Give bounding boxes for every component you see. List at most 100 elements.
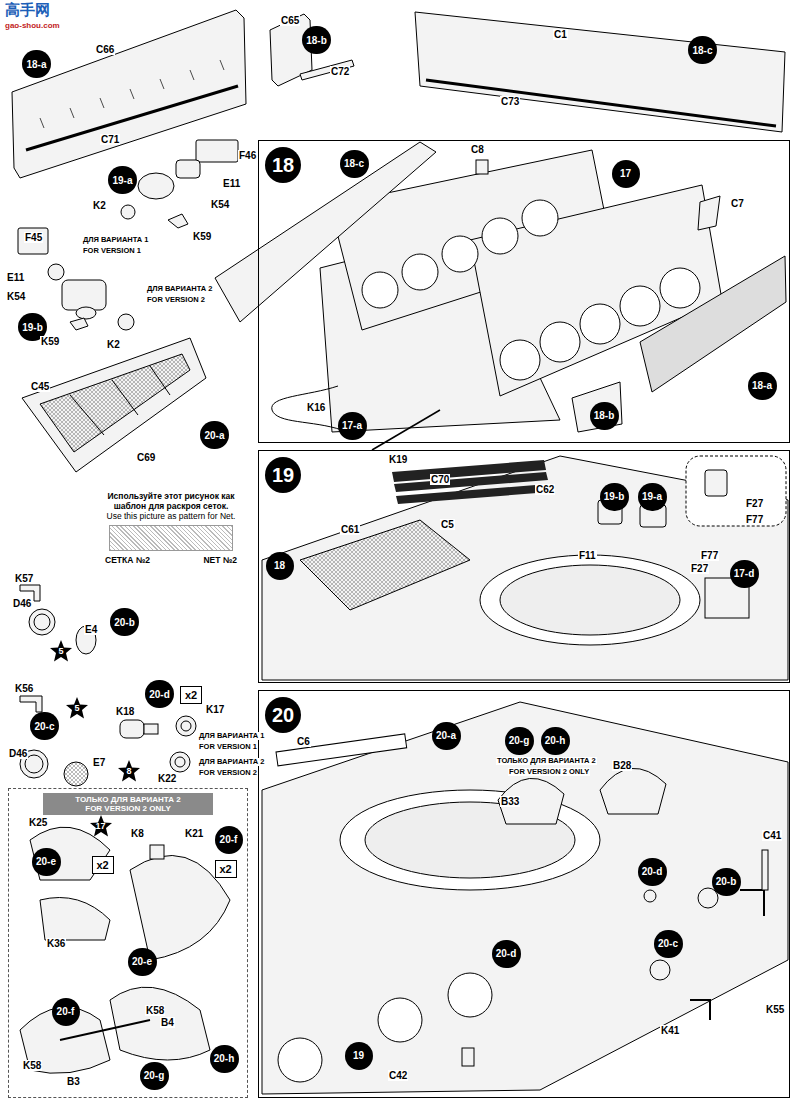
callout-number: 20-b <box>716 876 737 887</box>
part-name: B28 <box>612 760 632 771</box>
callout-number: 19-a <box>642 491 662 502</box>
part-name: K41 <box>660 1025 680 1036</box>
part-name: C6 <box>296 736 311 747</box>
callout-circle: 20-e <box>32 848 61 876</box>
callout-circle: 18-c <box>688 36 717 64</box>
callout-number: 20-d <box>496 948 517 959</box>
part-name: K2 <box>92 200 107 211</box>
star-fill <box>90 815 112 837</box>
part-name: C41 <box>762 830 782 841</box>
part-name: K22 <box>157 773 177 784</box>
part-name: E11 <box>6 272 25 283</box>
callout-number: 20-a <box>204 430 224 441</box>
part-name: E4 <box>84 624 98 635</box>
callout-circle: 18 <box>266 552 294 580</box>
part-name: F77 <box>700 550 719 561</box>
part-name: K56 <box>14 683 34 694</box>
callout-number: 20-g <box>144 1070 165 1081</box>
part-name: K8 <box>130 828 145 839</box>
callout-number: 20-c <box>658 938 678 949</box>
callout-number: 20-d <box>642 866 663 877</box>
callout-circle: 17 <box>612 160 640 188</box>
callout-number: 17 <box>620 168 631 179</box>
part-name: K36 <box>46 938 66 949</box>
part-name: K59 <box>192 231 212 242</box>
callout-circle: 19-a <box>108 166 137 194</box>
callout-number: 20-a <box>436 730 456 741</box>
callout-circle: 20-a <box>200 421 229 449</box>
version-note: FOR VERSION 2 ONLY <box>43 804 213 813</box>
callout-circle: 20-h <box>210 1045 239 1073</box>
part-name: K16 <box>306 402 326 413</box>
paint-number: 17 <box>90 815 112 837</box>
callout-circle: 18-a <box>22 50 51 78</box>
callout-number: 19-b <box>604 491 625 502</box>
part-name: C61 <box>340 524 360 535</box>
callout-circle: 19 <box>345 1042 373 1070</box>
step-panel: 2020-a20-g20-h20-d20-b20-c20-d19 <box>258 690 790 1098</box>
paint-number: 5 <box>50 640 72 662</box>
quantity: x2 <box>185 689 197 701</box>
version-note: ТОЛЬКО ДЛЯ ВАРИАНТА 2 <box>496 757 597 765</box>
callout-circle: 20-b <box>110 608 139 636</box>
paint-number: 5 <box>66 697 88 719</box>
part-name: K57 <box>14 573 34 584</box>
watermark: gao-shou.com <box>4 22 61 31</box>
callout-number: 17-a <box>342 420 362 431</box>
callout-circle: 18-b <box>302 26 331 54</box>
part-name: K59 <box>40 336 60 347</box>
callout-number: 18-b <box>594 410 615 421</box>
star-fill <box>66 697 88 719</box>
paint-number: 8 <box>118 760 140 782</box>
part-name: F11 <box>578 550 597 561</box>
part-name: E7 <box>92 757 106 768</box>
part-name: D46 <box>12 598 32 609</box>
star-callout: 5 <box>66 697 88 719</box>
star-fill <box>118 760 140 782</box>
step-number: 18 <box>265 147 301 183</box>
version-box: ТОЛЬКО ДЛЯ ВАРИАНТА 2FOR VERSION 2 ONLY1… <box>8 788 248 1098</box>
version-band: ТОЛЬКО ДЛЯ ВАРИАНТА 2FOR VERSION 2 ONLY <box>43 793 213 815</box>
part-name: K54 <box>6 291 26 302</box>
part-name: E11 <box>222 178 241 189</box>
part-name: K2 <box>106 339 121 350</box>
step-number: 19 <box>265 457 301 493</box>
watermark: 高手网 <box>4 2 51 19</box>
callout-circle: 18-b <box>590 402 619 430</box>
step-panel: 19 19-b 19-a 18 17-d <box>258 450 790 683</box>
part-name: F46 <box>238 150 257 161</box>
quantity-box: x2 <box>215 860 237 878</box>
star-fill <box>50 640 72 662</box>
callout-number: 17-d <box>734 568 755 579</box>
version-note: FOR VERSION 2 ONLY <box>508 768 590 776</box>
callout-circle: 20-h <box>541 727 570 755</box>
star-callout: 17 <box>90 815 112 837</box>
part-name: F27 <box>745 498 764 509</box>
part-name: F27 <box>690 563 709 574</box>
callout-circle: 20-f <box>52 998 80 1026</box>
net-caption-row: СЕТКА №2NET №2 <box>105 555 237 565</box>
part-name: C7 <box>730 198 745 209</box>
callout-number: 18-b <box>306 35 327 46</box>
callout-number: 20-e <box>36 856 56 867</box>
callout-number: 18-c <box>692 45 712 56</box>
callout-number: 20-c <box>34 721 54 732</box>
callout-number: 18 <box>274 560 285 571</box>
part-name: C62 <box>535 484 555 495</box>
part-name: F77 <box>745 514 764 525</box>
callout-circle: 17-a <box>338 412 367 440</box>
callout-number: 20-f <box>57 1006 75 1017</box>
version-note: FOR VERSION 2 <box>198 769 258 777</box>
part-name: K58 <box>22 1060 42 1071</box>
part-name: C8 <box>470 144 485 155</box>
callout-circle: 20-g <box>505 727 534 755</box>
quantity-box: x2 <box>180 686 202 704</box>
callout-circle: 20-d <box>492 940 521 968</box>
part-name: C71 <box>100 134 120 145</box>
part-name: K17 <box>205 704 225 715</box>
callout-circle: 20-e <box>128 948 157 976</box>
version-note: FOR VERSION 1 <box>198 743 258 751</box>
version-note: ДЛЯ ВАРИАНТА 2 <box>146 285 214 293</box>
quantity-box: x2 <box>92 856 114 874</box>
callout-circle: 20-b <box>712 868 741 896</box>
